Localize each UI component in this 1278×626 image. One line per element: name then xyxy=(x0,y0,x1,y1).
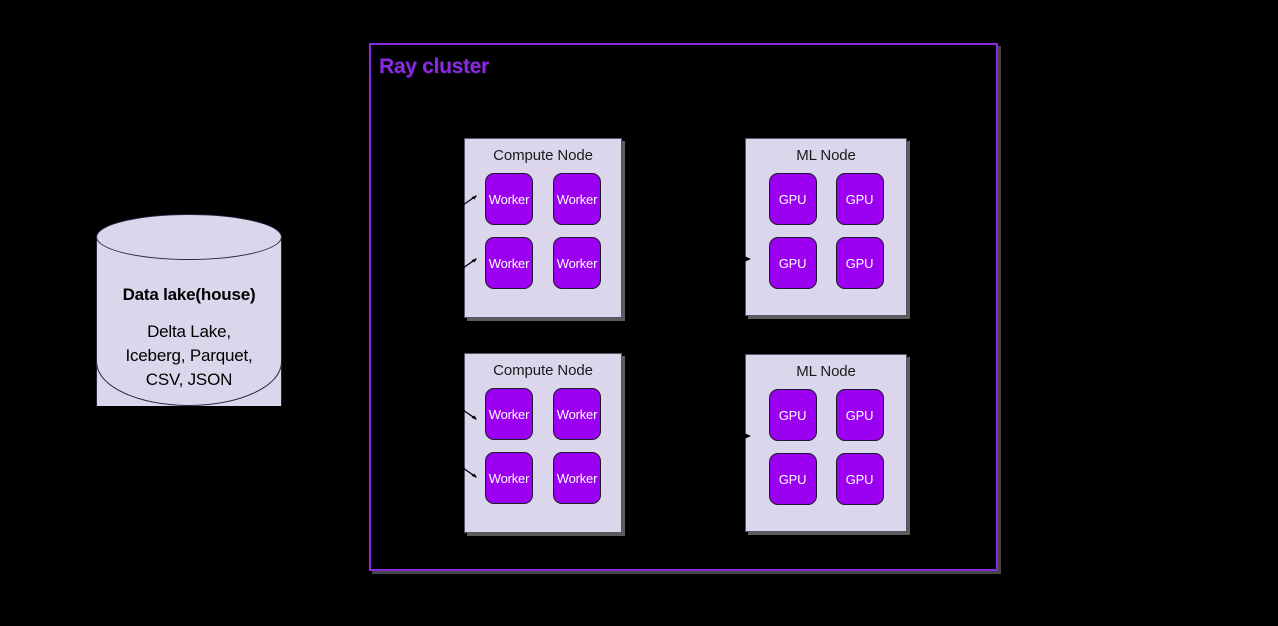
compute-node-2-title: Compute Node xyxy=(493,362,593,379)
gpu-unit[interactable]: GPU xyxy=(835,453,884,505)
worker-unit[interactable]: Worker xyxy=(485,173,533,225)
worker-unit[interactable]: Worker xyxy=(553,388,601,440)
worker-unit[interactable]: Worker xyxy=(485,237,533,289)
worker-unit[interactable]: Worker xyxy=(485,388,533,440)
ml-node-1-units: GPU GPU GPU GPU xyxy=(746,173,906,289)
data-lake-title: Data lake(house) xyxy=(122,285,256,304)
ml-node-2-title: ML Node xyxy=(796,363,856,380)
data-lake-formats-line-1: Delta Lake, xyxy=(147,322,231,341)
gpu-unit[interactable]: GPU xyxy=(835,389,884,441)
worker-unit[interactable]: Worker xyxy=(553,452,601,504)
ml-node-1-title: ML Node xyxy=(796,147,856,164)
gpu-unit[interactable]: GPU xyxy=(768,173,817,225)
worker-unit[interactable]: Worker xyxy=(553,173,601,225)
gpu-unit[interactable]: GPU xyxy=(835,237,884,289)
ray-cluster-title: Ray cluster xyxy=(379,55,489,78)
cylinder-top-ellipse xyxy=(96,214,282,260)
data-lake-formats-line-3: CSV, JSON xyxy=(145,370,233,389)
ray-cluster-container[interactable]: Ray cluster xyxy=(369,43,998,571)
ml-node-2-units: GPU GPU GPU GPU xyxy=(746,389,906,505)
compute-node-1[interactable]: Compute Node Worker Worker Worker Worker xyxy=(464,138,622,318)
ml-node-2[interactable]: ML Node GPU GPU GPU GPU xyxy=(745,354,907,532)
compute-node-1-title: Compute Node xyxy=(493,147,593,164)
compute-node-2[interactable]: Compute Node Worker Worker Worker Worker xyxy=(464,353,622,533)
data-lake-cylinder[interactable]: Data lake(house) Delta Lake, Iceberg, Pa… xyxy=(96,214,282,428)
data-lake-formats-line-2: Iceberg, Parquet, xyxy=(125,346,253,365)
data-lake-text: Data lake(house) Delta Lake, Iceberg, Pa… xyxy=(96,284,282,392)
worker-unit[interactable]: Worker xyxy=(553,237,601,289)
gpu-unit[interactable]: GPU xyxy=(768,453,817,505)
compute-node-1-units: Worker Worker Worker Worker xyxy=(465,173,621,289)
gpu-unit[interactable]: GPU xyxy=(768,237,817,289)
gpu-unit[interactable]: GPU xyxy=(768,389,817,441)
data-lake-formats: Delta Lake, Iceberg, Parquet, CSV, JSON xyxy=(96,320,282,392)
ml-node-1[interactable]: ML Node GPU GPU GPU GPU xyxy=(745,138,907,316)
worker-unit[interactable]: Worker xyxy=(485,452,533,504)
gpu-unit[interactable]: GPU xyxy=(835,173,884,225)
compute-node-2-units: Worker Worker Worker Worker xyxy=(465,388,621,504)
